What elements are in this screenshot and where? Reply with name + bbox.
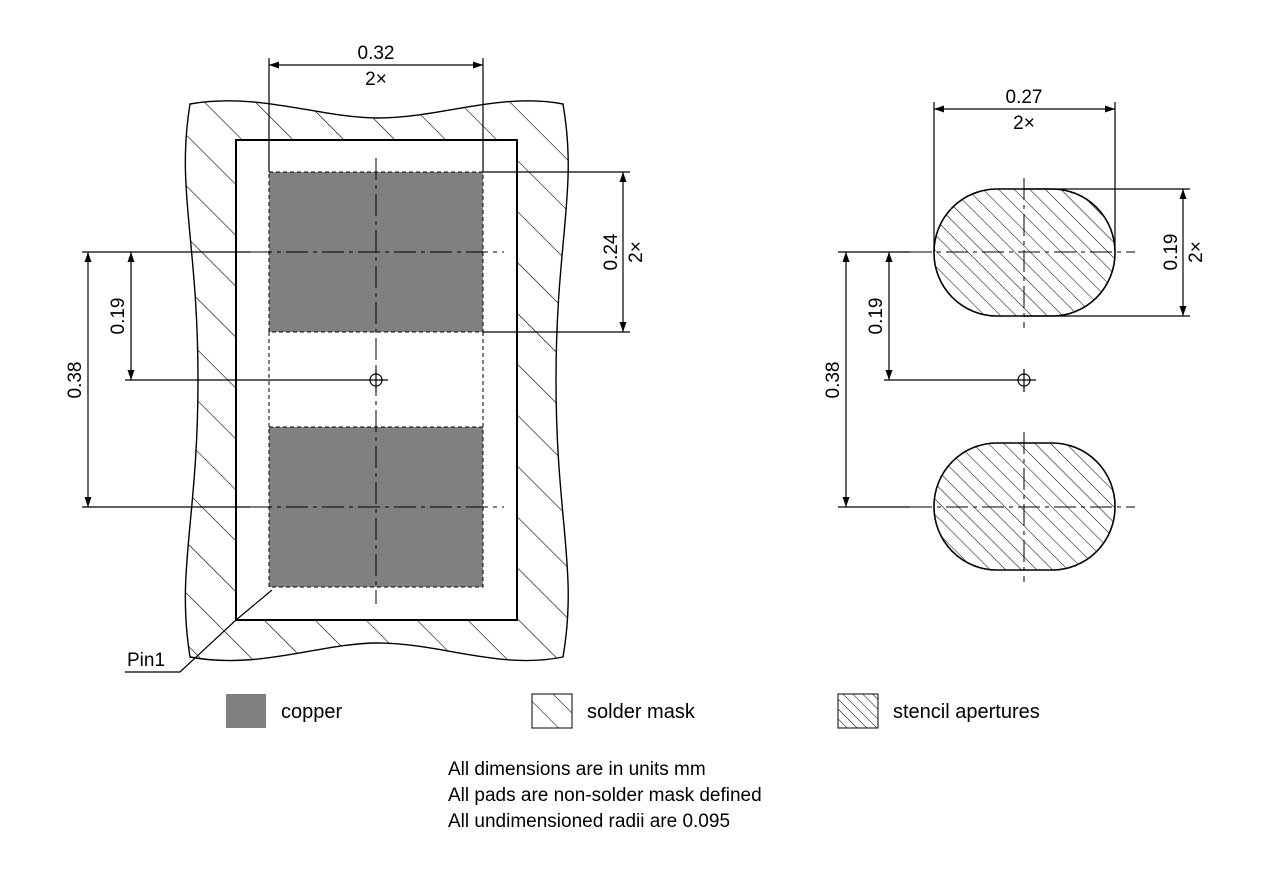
- pin1-label: Pin1: [127, 650, 165, 671]
- svg-text:2×: 2×: [626, 241, 647, 263]
- note-nsmd: All pads are non-solder mask defined: [448, 785, 762, 806]
- svg-text:0.19: 0.19: [866, 298, 887, 335]
- svg-text:2×: 2×: [365, 69, 387, 90]
- svg-text:2×: 2×: [1186, 241, 1207, 263]
- svg-text:stencil apertures: stencil apertures: [893, 701, 1040, 723]
- svg-text:0.32: 0.32: [358, 43, 395, 64]
- legend-solder-mask: solder mask: [531, 693, 696, 729]
- pitch-dimensions-left: 0.38 0.19: [65, 251, 365, 508]
- svg-text:0.19: 0.19: [108, 298, 129, 335]
- origin-marker-left: [365, 369, 388, 392]
- svg-text:0.38: 0.38: [65, 362, 86, 399]
- solder-mask-swatch: [531, 693, 573, 729]
- svg-text:copper: copper: [281, 701, 342, 723]
- stencil-view: 0.27 2× 0.19 2× 0.38 0.19: [823, 87, 1207, 582]
- legend-stencil: stencil apertures: [837, 693, 1040, 729]
- pad-width-dimension: 0.32 2×: [268, 43, 484, 172]
- aperture-height-dimension: 0.19 2×: [1024, 188, 1207, 317]
- legend: copper solder mask stencil apertures: [226, 693, 1040, 729]
- svg-text:0.24: 0.24: [601, 233, 622, 270]
- svg-text:0.19: 0.19: [1161, 234, 1182, 271]
- notes: All dimensions are in units mm All pads …: [448, 759, 762, 832]
- copper-swatch: [226, 694, 266, 728]
- pin1-indicator: Pin1: [125, 589, 273, 673]
- origin-marker-right: [1013, 369, 1036, 392]
- pitch-dimensions-right: 0.38 0.19: [823, 251, 1013, 508]
- note-radii: All undimensioned radii are 0.095: [448, 811, 730, 832]
- svg-text:solder mask: solder mask: [587, 701, 696, 723]
- stencil-swatch: [837, 693, 879, 729]
- pad-height-dimension: 0.24 2×: [483, 171, 647, 333]
- note-units: All dimensions are in units mm: [448, 759, 706, 780]
- svg-text:2×: 2×: [1013, 113, 1035, 134]
- svg-text:0.38: 0.38: [823, 362, 844, 399]
- footprint-view: Pin1 0.32 2× 0.24 2× 0.38 0.19: [65, 43, 647, 673]
- svg-text:0.27: 0.27: [1006, 87, 1043, 108]
- legend-copper: copper: [226, 694, 342, 728]
- aperture-width-dimension: 0.27 2×: [933, 87, 1116, 252]
